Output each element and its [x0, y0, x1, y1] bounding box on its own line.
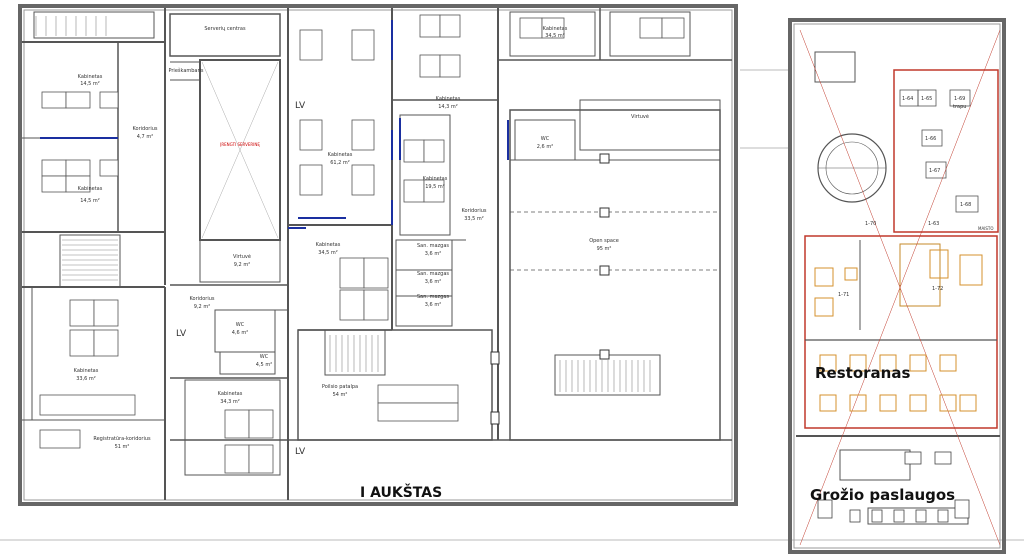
room-open-space-area: 95 m² — [597, 246, 612, 252]
room-tag: 1-65 — [921, 96, 932, 102]
room-kabinetas-c3: Kabinetas — [423, 176, 448, 182]
glass-partitions — [40, 20, 509, 229]
trap-label: trapu — [953, 104, 966, 110]
room-kabinetas-c1-area: 61,2 m² — [330, 160, 350, 166]
room-virtuve-1: Virtuvė — [233, 254, 251, 260]
room-wc-3-area: 4,6 m² — [232, 330, 248, 336]
room-virtuve-2: Virtuvė — [631, 114, 649, 120]
right-room-tags: 1-64 1-65 1-69 1-66 1-67 1-68 1-70 1-63 … — [838, 96, 994, 298]
room-kabinetas-c1: Kabinetas — [328, 152, 353, 158]
room-kabinetas-c4-area: 34,5 m² — [318, 250, 338, 256]
room-kabinetas-c2-area: 14,3 m² — [438, 104, 458, 110]
server-note-text: ĮRENGTI SERVERINĘ — [220, 142, 260, 147]
room-kabinetas-top-area: 34,5 m² — [545, 33, 565, 39]
room-kabinetas-c4: Kabinetas — [316, 242, 341, 248]
lv-marks: LV LV LV — [176, 101, 306, 457]
room-serveriu-centras: Serverių centras — [204, 26, 246, 32]
room-prieskambaris: Prieškambaris — [168, 67, 203, 74]
room-wc-3: WC — [236, 322, 245, 328]
columns — [490, 153, 610, 425]
room-koridorius-2-area: 9,2 m² — [194, 304, 210, 310]
room-tag: 1-66 — [925, 136, 936, 142]
room-kabinetas-top: Kabinetas — [543, 26, 568, 32]
room-san-mazgas-2: San. mazgas — [417, 271, 449, 277]
room-kabinetas-bl: Kabinetas — [74, 368, 99, 374]
room-san-mazgas-3: San. mazgas — [417, 294, 449, 300]
room-labels: Serverių centras Kabinetas 14,5 m² Kabin… — [74, 26, 649, 450]
room-kabinetas-c2: Kabinetas — [436, 96, 461, 102]
room-koridorius-2: Koridorius — [190, 296, 215, 302]
room-open-space: Open space — [589, 238, 619, 244]
room-koridorius-3: Koridorius — [462, 208, 487, 214]
room-kabinetas-ml-area: 14,5 m² — [80, 198, 100, 204]
maisto-label: MAISTO — [978, 226, 994, 231]
room-tag: 1-67 — [929, 168, 940, 174]
room-kabinetas-tl-area: 14,5 m² — [80, 81, 100, 87]
lv-mark: LV — [176, 329, 187, 339]
restaurant-label: Restoranas — [815, 364, 910, 382]
room-wc-2-area: 4,5 m² — [256, 362, 272, 368]
main-building — [18, 4, 738, 506]
desks — [39, 14, 685, 474]
floor-title: I AUKŠTAS — [360, 483, 442, 501]
room-poilsio-area: 54 m² — [333, 392, 348, 398]
room-virtuve-1-area: 9,2 m² — [234, 262, 250, 268]
room-kabinetas-tl: Kabinetas — [78, 74, 103, 80]
room-koridorius-1-area: 4,7 m² — [137, 134, 153, 140]
room-tag: 1-63 — [928, 221, 939, 227]
room-tag: 1-71 — [838, 292, 849, 298]
room-poilsio: Poilsio patalpa — [322, 384, 358, 390]
beauty-chairs — [817, 451, 970, 523]
room-san-mazgas-2-area: 3,6 m² — [425, 279, 441, 285]
room-wc-1: WC — [541, 136, 550, 142]
beauty-label: Grožio paslaugos — [810, 486, 955, 504]
room-kabinetas-ml: Kabinetas — [78, 186, 103, 192]
room-registratura-area: 51 m² — [115, 444, 130, 450]
room-koridorius-1: Koridorius — [133, 126, 158, 132]
room-wc-2: WC — [260, 354, 269, 360]
right-building — [788, 18, 1006, 554]
lv-mark: LV — [295, 101, 306, 111]
stair-hatching — [35, 16, 651, 392]
room-kabinetas-bl-area: 33,6 m² — [76, 376, 96, 382]
room-kabinetas-c3-area: 19,5 m² — [425, 184, 445, 190]
room-koridorius-3-area: 33,5 m² — [464, 216, 484, 222]
room-kabinetas-b2: Kabinetas — [218, 391, 243, 397]
lv-mark: LV — [295, 447, 306, 457]
room-tag: 1-70 — [865, 221, 876, 227]
room-tag: 1-68 — [960, 202, 971, 208]
room-san-mazgas-3-area: 3,6 m² — [425, 302, 441, 308]
server-note: ĮRENGTI SERVERINĘ — [220, 142, 260, 147]
room-tag: 1-64 — [902, 96, 913, 102]
room-wc-1-area: 2,6 m² — [537, 144, 553, 150]
room-kabinetas-b2-area: 34,3 m² — [220, 399, 240, 405]
server-room-hatching — [201, 61, 279, 239]
room-tag: 1-69 — [954, 96, 965, 102]
room-san-mazgas-1: San. mazgas — [417, 243, 449, 249]
room-tag: 1-72 — [932, 286, 943, 292]
restaurant-tables — [814, 249, 983, 412]
room-registratura: Registratūra-koridorius — [93, 436, 151, 442]
room-san-mazgas-1-area: 3,6 m² — [425, 251, 441, 257]
